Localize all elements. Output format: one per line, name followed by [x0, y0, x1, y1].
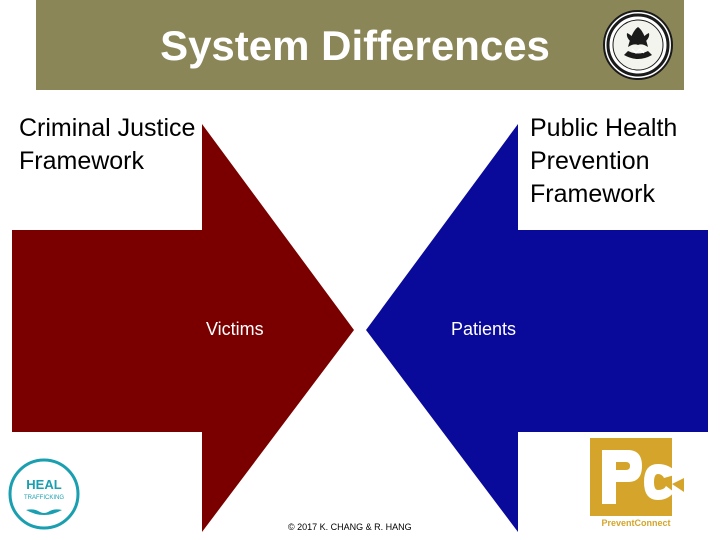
- victims-label: Victims: [206, 319, 264, 339]
- seal-icon: [603, 10, 673, 80]
- prevent-connect-logo: [590, 438, 684, 516]
- slide-title: System Differences: [160, 22, 550, 69]
- copyright-text: © 2017 K. CHANG & R. HANG: [288, 522, 412, 532]
- patients-label: Patients: [451, 319, 517, 339]
- left-framework-label: Criminal Justice Framework: [19, 114, 196, 175]
- heal-logo-tagline: TRAFFICKING: [24, 495, 64, 501]
- right-framework-label: Public Health Prevention Framework: [530, 114, 678, 208]
- title-bar: [36, 0, 684, 90]
- heal-logo: HEAL TRAFFICKING: [8, 458, 80, 530]
- left-arrow: [12, 124, 354, 532]
- right-arrow: [366, 124, 708, 532]
- heal-logo-text: HEAL: [26, 477, 61, 492]
- prevent-connect-caption: PreventConnect: [601, 518, 671, 528]
